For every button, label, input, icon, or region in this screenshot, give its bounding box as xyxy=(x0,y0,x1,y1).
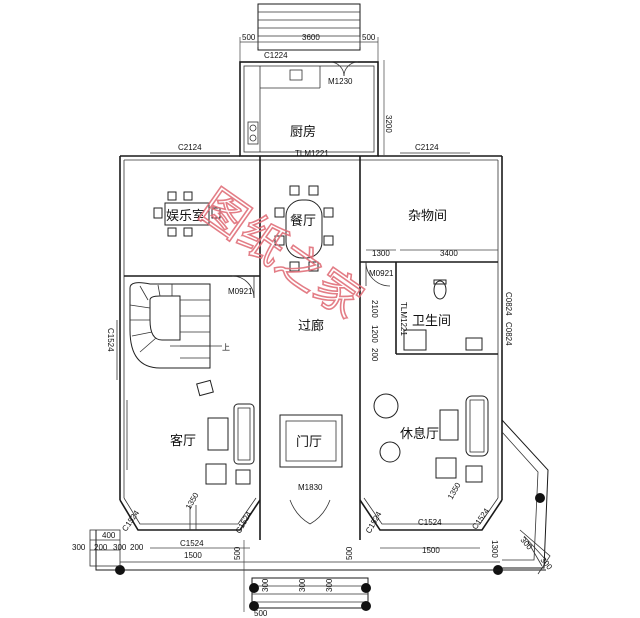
room-storage: 杂物间 xyxy=(408,209,447,224)
code-c1524-side: C1524 xyxy=(106,328,115,352)
code-tlm1221-bath: TLM1221 xyxy=(399,302,408,336)
corridor: 过廊 xyxy=(298,318,324,334)
dim-1500-right: 1500 xyxy=(422,546,440,555)
living-room: 客厅 xyxy=(170,379,255,485)
top-dimension: 500 3600 500 3200 xyxy=(239,33,393,155)
code-m0921-left: M0921 xyxy=(228,287,253,296)
kitchen: C1224 M1230 厨房 xyxy=(239,51,379,157)
dim-1200: 1200 xyxy=(370,325,379,343)
dim-300-bot3: 300 xyxy=(325,578,334,592)
front-steps: 500 500 300 300 300 500 xyxy=(233,540,371,618)
kitchen-balcony xyxy=(257,3,361,51)
code-m1830: M1830 xyxy=(298,483,323,492)
code-c1524-bl: C1524 xyxy=(180,539,204,548)
code-c1524-br: C1524 xyxy=(470,506,491,531)
dim-1300-right: 1300 xyxy=(490,540,499,558)
dim-500-left: 500 xyxy=(242,33,256,42)
dim-300-bot1: 300 xyxy=(261,578,270,592)
stair-up-label: 上 xyxy=(222,343,230,352)
dim-1350-right: 1350 xyxy=(446,481,463,501)
code-c1524-rr: C1524 xyxy=(418,518,442,527)
dim-200-a: 200 xyxy=(94,543,108,552)
code-c2124-right: C2124 xyxy=(415,143,439,152)
code-c1224: C1224 xyxy=(264,51,288,60)
dim-2100: 2100 xyxy=(370,300,379,318)
dim-1300: 1300 xyxy=(372,249,390,258)
foyer: 门厅 M1830 xyxy=(279,414,343,525)
storage-room: 杂物间 1300 3400 xyxy=(366,209,498,258)
dim-500-bot2: 500 xyxy=(345,546,354,560)
dim-300-b: 300 xyxy=(113,543,127,552)
right-terrace: 300 300 1300 xyxy=(490,419,554,575)
room-corridor: 过廊 xyxy=(298,318,324,334)
watermark: 图纸之家 xyxy=(190,178,373,329)
dim-3200: 3200 xyxy=(384,115,393,133)
bay-window-right: C1524 C1524 C1524 1350 xyxy=(359,481,503,535)
room-foyer: 门厅 xyxy=(296,435,322,450)
room-entertainment: 娱乐室 xyxy=(166,208,205,224)
code-m0921-right: M0921 xyxy=(369,269,394,278)
lounge-room: 休息厅 xyxy=(373,393,489,483)
entertainment-room: 娱乐室 xyxy=(153,191,221,237)
code-c0824-a: C0824 xyxy=(504,292,513,316)
code-c0824-b: C0824 xyxy=(504,322,513,346)
staircase: 上 xyxy=(129,282,230,369)
room-lounge: 休息厅 xyxy=(400,426,439,442)
door-m0921-right: M0921 xyxy=(365,261,394,287)
watermark-text: 图纸之家 xyxy=(191,179,373,329)
door-m0921-left: M0921 xyxy=(228,275,255,299)
dim-200-bath: 200 xyxy=(370,348,379,362)
dim-1500-left: 1500 xyxy=(184,551,202,560)
room-living: 客厅 xyxy=(170,433,196,449)
dim-3400: 3400 xyxy=(440,249,458,258)
dim-500-bot3: 500 xyxy=(254,609,268,618)
room-bathroom: 卫生间 xyxy=(412,314,451,329)
code-c1524-lr: C1524 xyxy=(234,510,254,535)
room-kitchen: 厨房 xyxy=(290,124,316,140)
dim-300-bot2: 300 xyxy=(298,578,307,592)
dim-500-bot: 500 xyxy=(233,546,242,560)
dim-3600: 3600 xyxy=(302,33,320,42)
interior-walls xyxy=(124,156,498,540)
code-c2124-left: C2124 xyxy=(178,143,202,152)
front-terrace: 300 400 200 300 200 C1524 1500 1500 xyxy=(72,529,546,575)
dim-300-a: 300 xyxy=(72,543,86,552)
dim-200-b: 200 xyxy=(130,543,144,552)
code-tlm1221-top: TLM1221 xyxy=(295,149,329,158)
dim-1350-left: 1350 xyxy=(184,491,201,511)
room-dining: 餐厅 xyxy=(290,213,316,229)
code-m1230: M1230 xyxy=(328,77,353,86)
bay-window-left: C1524 C1524 1350 xyxy=(119,491,261,535)
dining-room: 餐厅 xyxy=(274,185,334,272)
dim-500-right: 500 xyxy=(362,33,376,42)
bathroom: 卫生间 TLM1221 C0824 C0824 2100 1200 200 xyxy=(370,279,513,362)
dim-400: 400 xyxy=(102,531,116,540)
